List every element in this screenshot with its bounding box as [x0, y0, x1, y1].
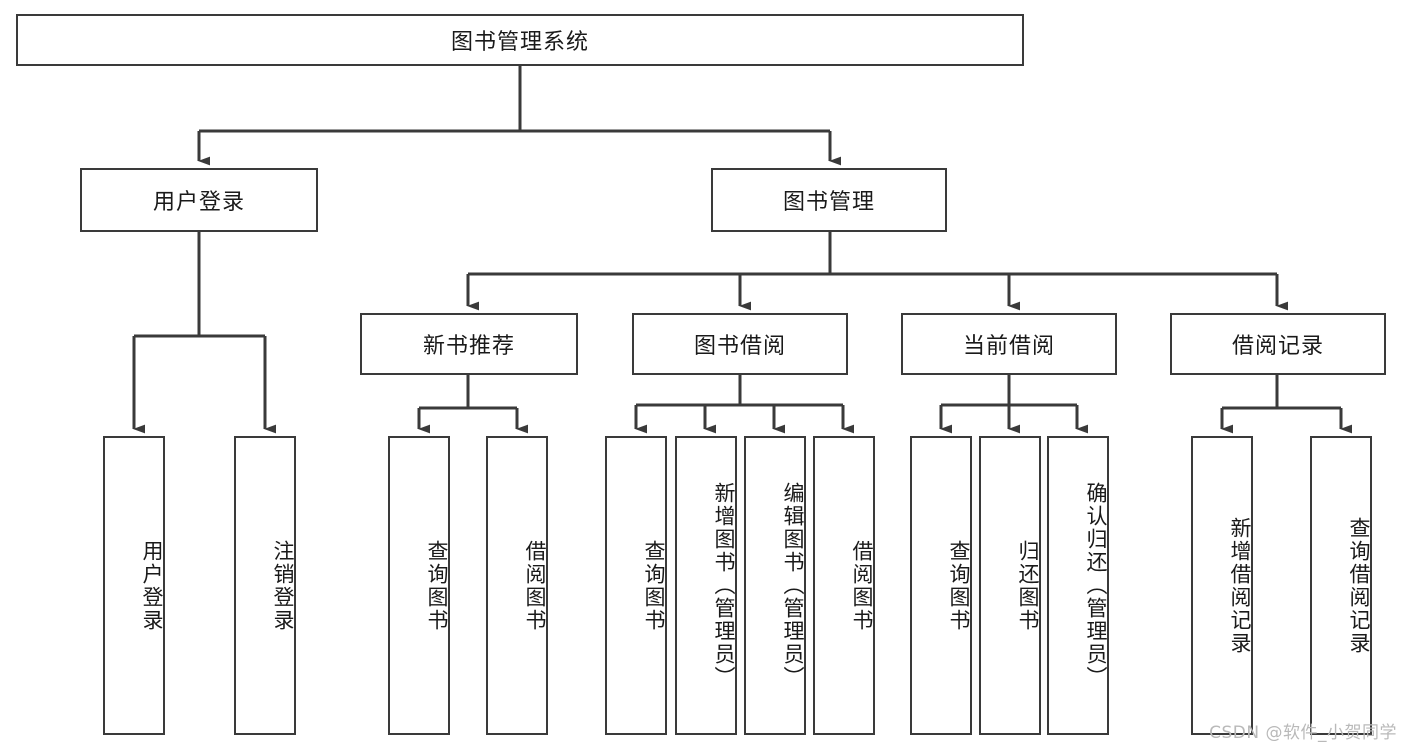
- node-leaf-user-login-label: 用户登录: [140, 539, 164, 632]
- node-leaf-current-query-label: 查询图书: [947, 539, 971, 632]
- node-leaf-record-add[interactable]: 新增借阅记录: [1191, 436, 1253, 735]
- node-borrow-record[interactable]: 借阅记录: [1170, 313, 1386, 375]
- node-new-book-recommend-label: 新书推荐: [422, 334, 515, 359]
- node-leaf-borrow-edit[interactable]: 编辑图书（管理员）: [744, 436, 806, 735]
- node-leaf-borrow-add[interactable]: 新增图书（管理员）: [675, 436, 737, 735]
- node-leaf-borrow-borrow-label: 借阅图书: [850, 539, 874, 632]
- node-leaf-user-login[interactable]: 用户登录: [103, 436, 165, 735]
- node-leaf-newbook-query[interactable]: 查询图书: [388, 436, 450, 735]
- node-current-borrow[interactable]: 当前借阅: [901, 313, 1117, 375]
- node-root[interactable]: 图书管理系统: [16, 14, 1024, 66]
- node-leaf-current-confirm-label: 确认归还（管理员）: [1084, 482, 1108, 689]
- node-current-borrow-label: 当前借阅: [962, 334, 1055, 359]
- node-book-management[interactable]: 图书管理: [711, 168, 947, 232]
- node-leaf-logout-label: 注销登录: [271, 539, 295, 632]
- node-leaf-current-return-label: 归还图书: [1016, 539, 1040, 632]
- node-leaf-newbook-query-label: 查询图书: [425, 539, 449, 632]
- watermark-text: CSDN @软件_小贺同学: [1209, 723, 1397, 743]
- node-book-borrow[interactable]: 图书借阅: [632, 313, 848, 375]
- node-leaf-logout[interactable]: 注销登录: [234, 436, 296, 735]
- node-leaf-borrow-edit-label: 编辑图书（管理员）: [781, 482, 805, 689]
- node-leaf-borrow-borrow[interactable]: 借阅图书: [813, 436, 875, 735]
- node-leaf-record-query-label: 查询借阅记录: [1347, 516, 1371, 655]
- node-leaf-record-query[interactable]: 查询借阅记录: [1310, 436, 1372, 735]
- node-leaf-borrow-add-label: 新增图书（管理员）: [712, 482, 736, 689]
- node-book-management-label: 图书管理: [782, 190, 875, 215]
- node-user-login-label: 用户登录: [152, 190, 245, 215]
- node-book-borrow-label: 图书借阅: [693, 334, 786, 359]
- node-leaf-newbook-borrow[interactable]: 借阅图书: [486, 436, 548, 735]
- node-user-login[interactable]: 用户登录: [80, 168, 318, 232]
- node-leaf-record-add-label: 新增借阅记录: [1228, 516, 1252, 655]
- node-leaf-newbook-borrow-label: 借阅图书: [523, 539, 547, 632]
- node-root-label: 图书管理系统: [450, 30, 589, 55]
- node-new-book-recommend[interactable]: 新书推荐: [360, 313, 578, 375]
- node-leaf-current-confirm[interactable]: 确认归还（管理员）: [1047, 436, 1109, 735]
- node-leaf-current-query[interactable]: 查询图书: [910, 436, 972, 735]
- node-leaf-borrow-query-label: 查询图书: [642, 539, 666, 632]
- node-borrow-record-label: 借阅记录: [1231, 334, 1324, 359]
- node-leaf-current-return[interactable]: 归还图书: [979, 436, 1041, 735]
- node-leaf-borrow-query[interactable]: 查询图书: [605, 436, 667, 735]
